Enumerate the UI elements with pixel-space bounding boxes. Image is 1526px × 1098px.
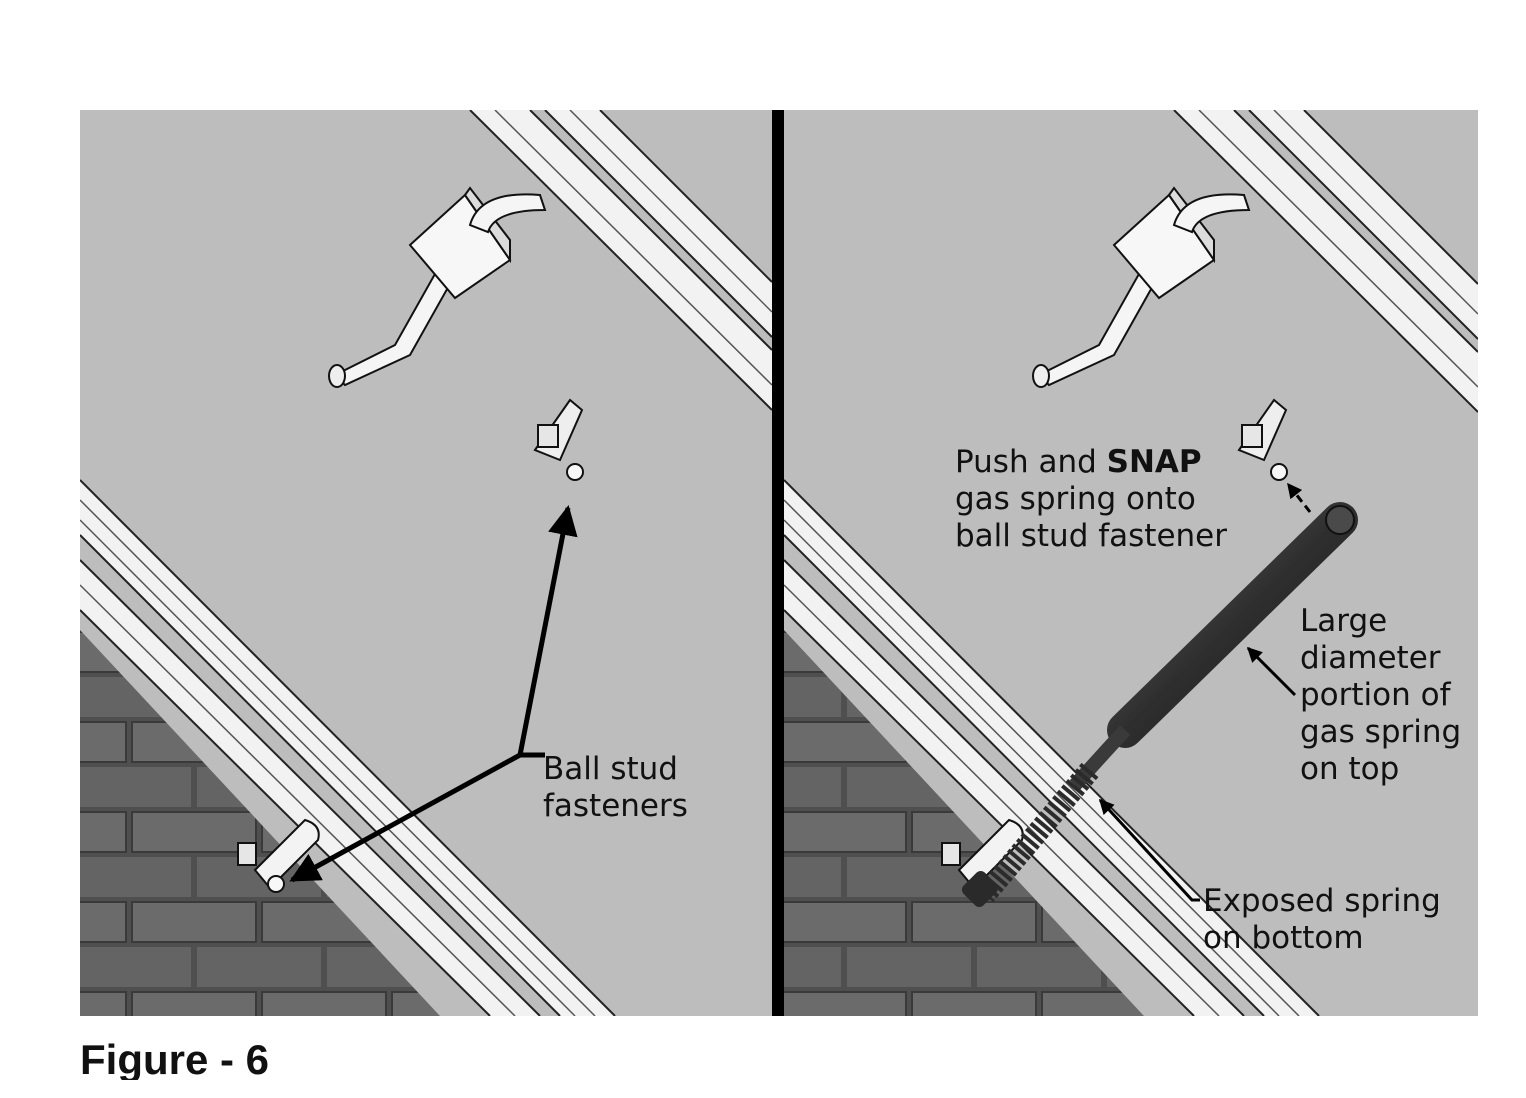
lower-ball-stud [237, 818, 320, 893]
right-panel [784, 110, 1478, 1016]
diameter-arrow [1246, 646, 1297, 697]
diameter-label-line4: gas spring [1300, 714, 1461, 750]
snap-label: Push and SNAP gas spring onto ball stud … [955, 444, 1227, 554]
upper-rail-right [1173, 110, 1478, 413]
spring-label: Exposed spring on bottom [1203, 883, 1451, 956]
ball-stud-callout-arrows [289, 505, 578, 883]
lower-rail-right [784, 479, 1320, 1016]
ball-stud-label: Ball stud fasteners [543, 751, 688, 824]
panel-divider [772, 110, 784, 1016]
upper-ball-stud [533, 398, 584, 481]
handle-bracket [328, 186, 547, 388]
diameter-label-line1: Large [1300, 603, 1387, 639]
left-panel [80, 110, 772, 1016]
snap-arrow [1286, 482, 1312, 513]
ball-stud-label-line2: fasteners [543, 788, 688, 824]
diameter-label-line5: on top [1300, 751, 1399, 787]
spring-label-line1: Exposed spring [1203, 883, 1441, 919]
upper-rail [469, 110, 772, 411]
snap-label-line2: gas spring onto [955, 481, 1196, 517]
snap-label-line3: ball stud fastener [955, 518, 1227, 554]
spring-arrow [1098, 798, 1200, 902]
ball-stud-label-line1: Ball stud [543, 751, 678, 787]
upper-ball-stud-right [1237, 398, 1288, 481]
handle-bracket-right [1032, 186, 1251, 388]
diameter-label-line2: diameter [1300, 640, 1441, 676]
lower-rail [80, 479, 616, 1016]
brick-wall [80, 630, 440, 1016]
brick-wall-right [784, 630, 1144, 1016]
snap-label-line1-prefix: Push and [955, 444, 1107, 480]
snap-label-line1-bold: SNAP [1107, 444, 1202, 480]
diameter-label: Large diameter portion of gas spring on … [1300, 603, 1471, 787]
figure-caption: Figure - 6 [80, 1036, 270, 1080]
spring-label-line2: on bottom [1203, 920, 1364, 956]
exposed-spring [976, 762, 1099, 903]
gas-spring [961, 502, 1358, 908]
diameter-label-line3: portion of [1300, 677, 1452, 713]
lower-ball-stud-right [941, 818, 1024, 890]
